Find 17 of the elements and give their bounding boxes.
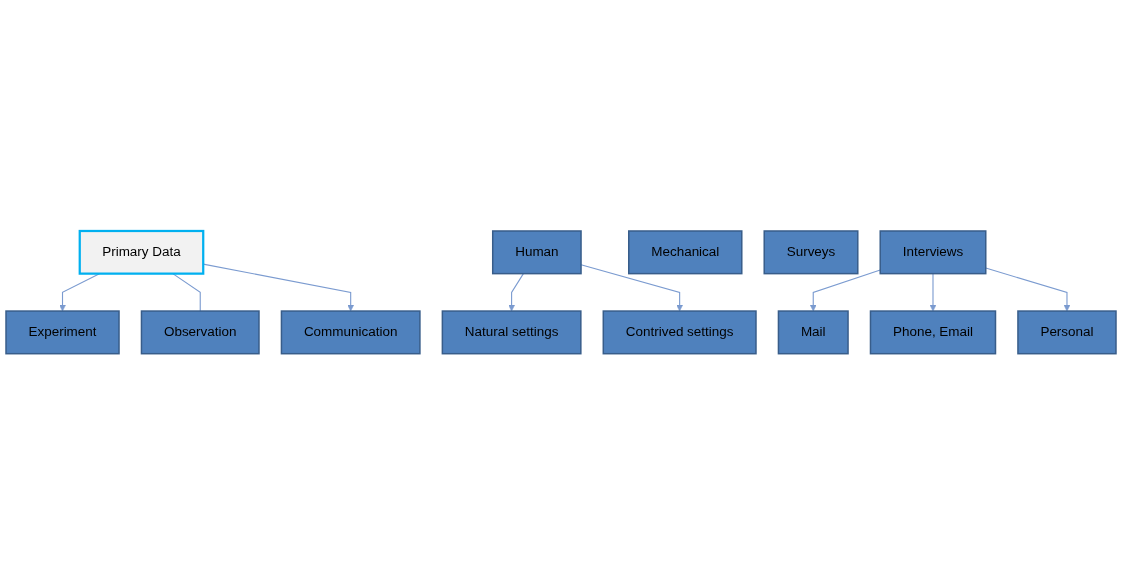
node-box: Primary Data [78,229,205,275]
node-box: Human [491,229,582,275]
arrow [809,269,881,311]
node-box: Observation [140,309,260,355]
arrow [929,272,937,311]
node-box: Personal [1017,309,1117,355]
node-box: Surveys [763,229,859,275]
node-box: Natural settings [441,309,582,355]
node-box: Phone, Email [869,309,997,355]
arrow [985,267,1071,311]
node-box: Interviews [879,229,987,275]
node-box: Mechanical [628,229,743,275]
node-box: Mail [777,309,849,355]
node-box: Experiment [5,309,120,355]
node-box: Contrived settings [602,309,757,355]
arrow [508,272,524,311]
node-box: Communication [280,309,421,355]
